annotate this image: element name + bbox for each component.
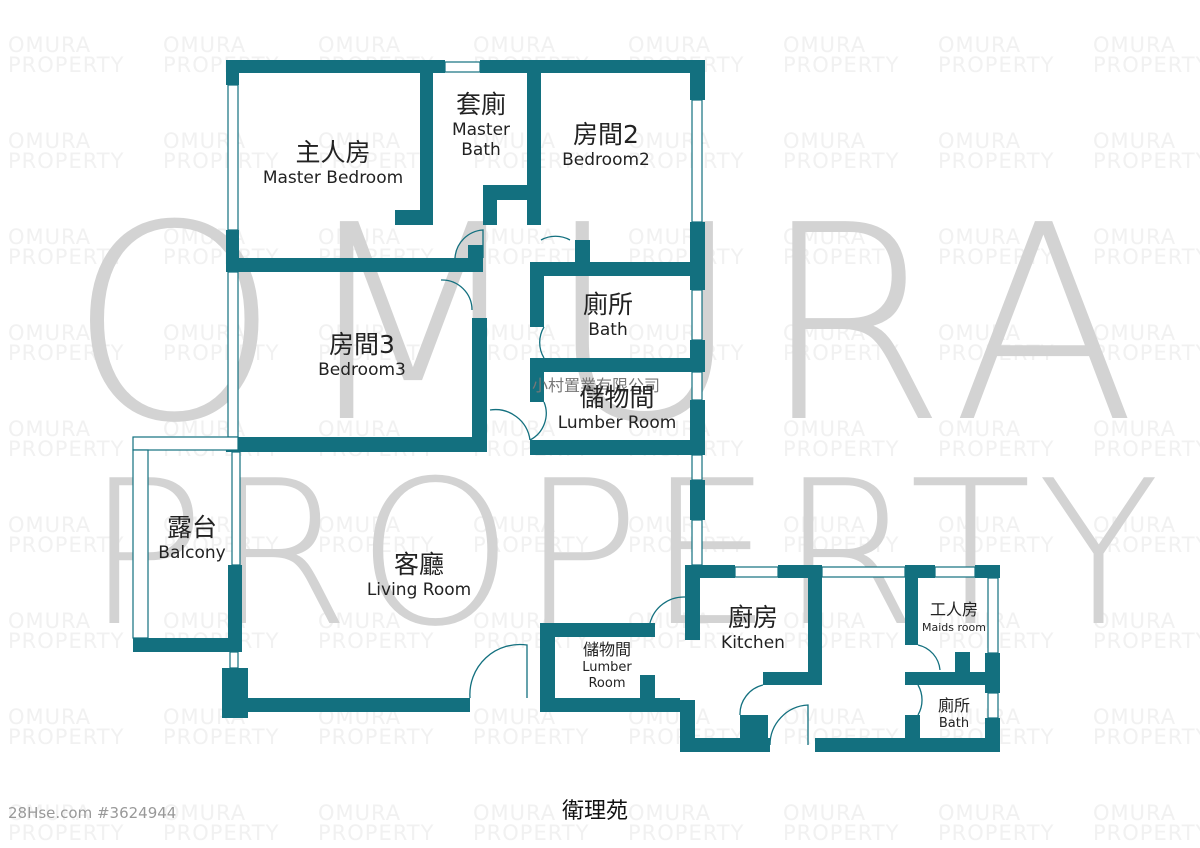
room-label-en: Room: [588, 676, 626, 691]
room-bath: 廁所 Bath: [583, 290, 633, 340]
company-watermark: 小村置業有限公司: [532, 376, 661, 395]
room-master-bedroom: 主人房 Master Bedroom: [263, 138, 403, 188]
room-label-zh: 廚房: [727, 603, 778, 632]
room-label-en: Bedroom2: [562, 150, 650, 170]
room-living-room: 客廳 Living Room: [367, 550, 471, 600]
room-label-en: Bath: [938, 716, 970, 731]
room-label-en: Master: [451, 120, 511, 140]
room-label-en: Balcony: [158, 543, 226, 563]
source-listing-id: 28Hse.com #3624944: [8, 804, 177, 822]
room-label-zh: 房間2: [573, 120, 639, 149]
room-label-en: Lumber: [582, 660, 632, 675]
room-label-zh: 主人房: [295, 138, 371, 167]
room-label-en: Lumber Room: [557, 413, 677, 433]
room-lumber-room: 儲物間 Lumber Room: [558, 383, 677, 433]
room-label-zh: 儲物間: [582, 640, 632, 659]
room-label-en: Kitchen: [721, 633, 785, 653]
room-balcony: 露台 Balcony: [158, 513, 225, 563]
room-label-en: Master Bedroom: [262, 168, 404, 188]
room-label-en: Maids room: [922, 621, 986, 634]
room-label-zh: 露台: [166, 513, 218, 542]
room-maids-room: 工人房 Maids room: [922, 600, 986, 636]
room-label-zh: 廁所: [582, 290, 634, 319]
room-label-en: Bedroom3: [318, 360, 406, 380]
room-bedroom3: 房間3 Bedroom3: [318, 330, 406, 380]
room-master-bath: 套廁 Master Bath: [452, 90, 510, 160]
room-kitchen: 廚房 Kitchen: [721, 603, 785, 653]
room-label-zh: 工人房: [929, 600, 978, 619]
room-label-en: Bath: [461, 140, 501, 160]
room-label-zh: 客廳: [393, 550, 445, 579]
room-label-zh: 房間3: [329, 330, 395, 359]
estate-name: 衛理苑: [562, 799, 629, 824]
room-bath-2: 廁所 Bath: [938, 696, 970, 732]
room-label-zh: 廁所: [937, 696, 971, 715]
watermark-large-omura: OMURA: [68, 167, 1153, 482]
room-label-en: Living Room: [366, 580, 472, 600]
room-label-zh: 儲物間: [579, 383, 655, 412]
room-label-zh: 套廁: [455, 90, 506, 119]
watermark-large-property: PROPERTY: [85, 438, 1166, 671]
room-label-en: Bath: [588, 320, 628, 340]
room-bedroom2: 房間2 Bedroom2: [562, 120, 650, 170]
room-lumber-room-2: 儲物間 Lumber Room: [582, 640, 632, 692]
